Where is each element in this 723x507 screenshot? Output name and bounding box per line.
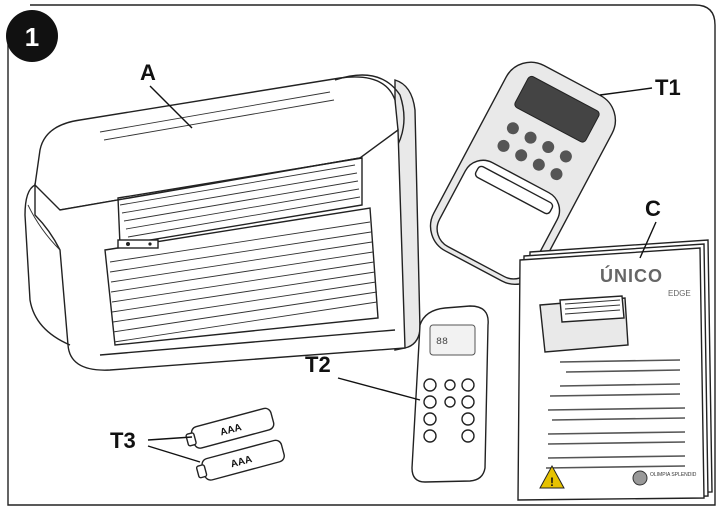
batteries: AAA AAA: [185, 407, 285, 481]
battery-1: AAA: [185, 407, 275, 449]
remote-control: 88: [411, 305, 489, 483]
leader-t3-b: [147, 445, 201, 463]
figure-frame: [7, 4, 716, 506]
booklet-product-image: [539, 295, 629, 353]
instruction-manual: ÚNICO EDGE ! OLIMPIA SPLENDID: [517, 239, 713, 501]
air-conditioner-unit: [24, 74, 421, 371]
leader-c: [639, 221, 657, 259]
label-a: A: [140, 60, 156, 85]
figure-number-badge: 1: [6, 10, 58, 62]
battery-2: AAA: [195, 439, 285, 481]
svg-text:88: 88: [436, 337, 448, 348]
label-c: C: [645, 196, 661, 221]
leader-t3-a: [147, 436, 193, 441]
leader-a: [149, 85, 193, 129]
remote-control-with-holder: [429, 61, 617, 285]
booklet-maker: OLIMPIA SPLENDID: [650, 472, 697, 478]
svg-text:!: !: [550, 475, 554, 489]
battery-1-label: AAA: [219, 422, 243, 438]
label-t3: T3: [110, 428, 136, 453]
booklet-model: EDGE: [668, 289, 691, 298]
booklet-brand: ÚNICO: [600, 265, 663, 286]
figure-number: 1: [25, 22, 39, 52]
leader-t1: [599, 87, 653, 96]
battery-2-label: AAA: [230, 454, 254, 470]
label-t1: T1: [655, 75, 681, 100]
leader-t2: [337, 377, 421, 401]
label-t2: T2: [305, 352, 331, 377]
